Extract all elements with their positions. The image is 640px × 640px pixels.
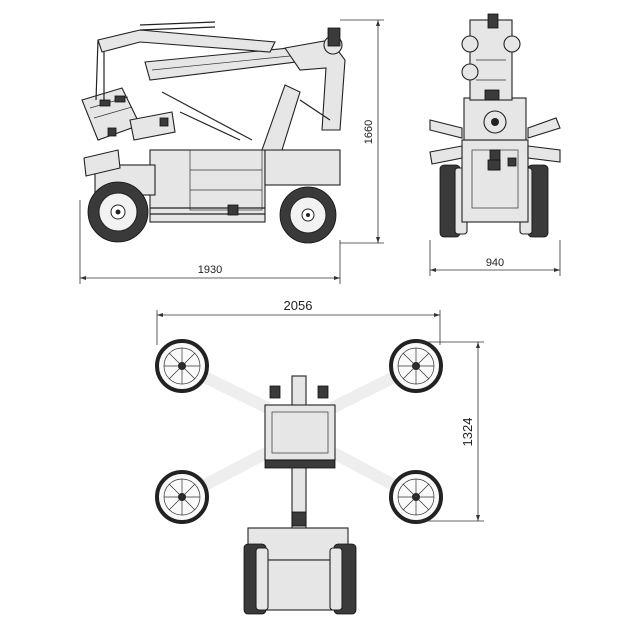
side-height-label: 1660 <box>363 120 375 144</box>
side-battery-box <box>189 149 263 211</box>
top-view: 2056 1324 <box>155 298 484 615</box>
front-arm-left-top <box>429 119 463 139</box>
side-length-label: 1930 <box>198 264 222 276</box>
suction-pad-top-right <box>389 339 443 393</box>
top-center-frame <box>264 404 336 461</box>
suction-pad-bottom-left <box>155 470 209 524</box>
side-front-wheel <box>87 181 149 243</box>
front-width-label: 940 <box>486 257 504 269</box>
side-rear-counterweight <box>264 149 341 186</box>
side-suction-head <box>81 39 176 177</box>
side-upper-arm <box>97 29 276 53</box>
side-rear-wheel <box>279 186 337 244</box>
front-view: 940 <box>429 13 561 276</box>
suction-pad-bottom-right <box>389 470 443 524</box>
top-height-label: 1324 <box>460 418 475 447</box>
suction-pad-top-left <box>155 339 209 393</box>
side-column <box>261 84 301 151</box>
side-main-boom <box>144 47 297 81</box>
top-width-label: 2056 <box>284 298 313 313</box>
side-chassis-body <box>149 149 266 223</box>
side-view: 1930 1660 <box>79 19 384 284</box>
front-arm-left-bottom <box>429 145 463 165</box>
front-arm-right-top <box>527 117 561 139</box>
top-chassis-body <box>259 559 337 611</box>
front-arm-right-bottom <box>527 145 561 163</box>
